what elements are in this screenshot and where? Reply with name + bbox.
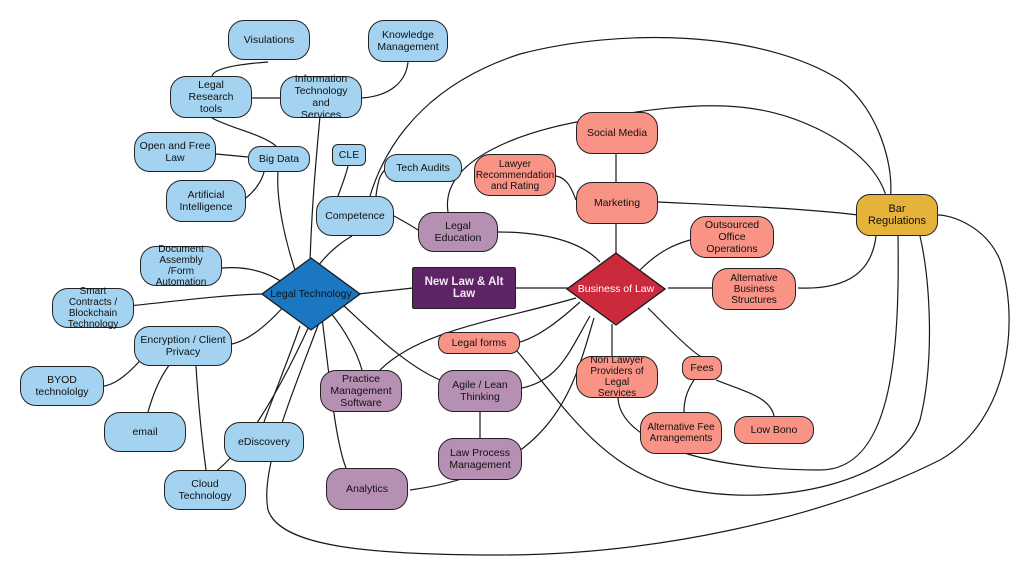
document-assembly-node[interactable]: Document Assembly /Form Automation xyxy=(140,244,222,288)
cloud-technology-node[interactable]: Cloud Technology xyxy=(164,470,246,510)
lawyer-recommendation-node[interactable]: Lawyer Recommendation and Rating xyxy=(474,154,556,196)
edge-business-legalforms xyxy=(519,301,581,343)
edge-fees-alternativefee xyxy=(683,379,695,413)
marketing-node[interactable]: Marketing xyxy=(576,182,658,224)
fees-node[interactable]: Fees xyxy=(682,356,722,380)
competence-node[interactable]: Competence xyxy=(316,196,394,236)
edge-itservices-knowledge xyxy=(361,61,409,99)
edge-legaltech-cloud xyxy=(205,323,311,479)
edge-lawyer-marketing xyxy=(555,175,577,201)
outsourced-office-operations-node[interactable]: Outsourced Office Operations xyxy=(690,216,774,258)
edge-marketing-barreg xyxy=(657,201,859,216)
edge-legaltech-smartcontracts xyxy=(127,293,263,307)
smart-contracts-node[interactable]: Smart Contracts / Blockchain Technology xyxy=(52,286,134,330)
agile-lean-thinking-node[interactable]: Agile / Lean Thinking xyxy=(438,370,522,412)
edge-legaltech-itservices xyxy=(309,115,321,263)
edge-encryption-email xyxy=(147,363,171,413)
tech-audits-node[interactable]: Tech Audits xyxy=(384,154,462,182)
byod-technology-node[interactable]: BYOD technololgy xyxy=(20,366,104,406)
big-data-node[interactable]: Big Data xyxy=(248,146,310,172)
edge-alternative-barreg xyxy=(797,235,877,289)
edge-legaltech-agile xyxy=(341,303,441,381)
edge-competence-topcurve xyxy=(369,36,892,201)
analytics-node[interactable]: Analytics xyxy=(326,468,408,510)
edge-legaltech-competence xyxy=(317,235,353,267)
edge-legaltech-bigdata xyxy=(277,171,296,271)
artificial-intelligence-node[interactable]: Artificial Intelligence xyxy=(166,180,246,222)
edge-legalforms-barreg xyxy=(515,235,931,496)
cle-node[interactable]: CLE xyxy=(332,144,366,166)
information-technology-services-node[interactable]: Information Technology and Services xyxy=(280,73,362,121)
edge-ai-bigdata xyxy=(245,171,265,199)
business-of-law-diamond-shape xyxy=(566,252,666,326)
social-media-node[interactable]: Social Media xyxy=(576,112,658,154)
edge-legaltech-newlaw xyxy=(357,287,414,295)
legal-research-tools-node[interactable]: Legal Research tools xyxy=(170,76,252,118)
visulations-node[interactable]: Visulations xyxy=(228,20,310,60)
knowledge-management-node[interactable]: Knowledge Management xyxy=(368,20,448,62)
edge-business-agile xyxy=(521,315,591,389)
legal-forms-node[interactable]: Legal forms xyxy=(438,332,520,354)
edge-competence-cle xyxy=(337,165,349,197)
law-process-management-node[interactable]: Law Process Management xyxy=(438,438,522,480)
email-node[interactable]: email xyxy=(104,412,186,452)
new-law-alt-law-node[interactable]: New Law & Alt Law xyxy=(412,267,516,309)
edge-fees-lowbono xyxy=(715,379,775,417)
edge-legaltech-lowcurve xyxy=(266,214,1010,556)
edge-research-visulations xyxy=(211,61,269,77)
legal-technology-node[interactable]: Legal Technology xyxy=(270,288,352,300)
encryption-client-privacy-node[interactable]: Encryption / Client Privacy xyxy=(134,326,232,366)
edge-research-bigdata xyxy=(211,117,277,147)
legal-technology-diamond-shape xyxy=(261,257,361,331)
edge-business-fees xyxy=(647,307,701,357)
edge-business-outsourced xyxy=(639,239,691,271)
alternative-business-structures-node[interactable]: Alternative Business Structures xyxy=(712,268,796,310)
edge-competence-education xyxy=(393,215,419,231)
edge-education-business xyxy=(497,231,601,263)
open-free-law-node[interactable]: Open and Free Law xyxy=(134,132,216,172)
edge-legaltech-ediscovery xyxy=(263,325,301,423)
non-lawyer-providers-node[interactable]: Non Lawyer Providers of Legal Services xyxy=(576,355,658,399)
practice-management-software-node[interactable]: Practice Management Software xyxy=(320,370,402,412)
edge-legaltech-practice xyxy=(329,311,363,371)
bar-regulations-node[interactable]: Bar Regulations xyxy=(856,194,938,236)
ediscovery-node[interactable]: eDiscovery xyxy=(224,422,304,462)
legal-education-node[interactable]: Legal Education xyxy=(418,212,498,252)
edge-openlaw-bigdata xyxy=(215,153,249,158)
alternative-fee-arrangements-node[interactable]: Alternative Fee Arrangements xyxy=(640,412,722,454)
edge-encryption-cloud xyxy=(195,365,207,471)
low-bono-node[interactable]: Low Bono xyxy=(734,416,814,444)
edge-business-practice xyxy=(379,297,577,371)
business-of-law-node[interactable]: Business of Law xyxy=(577,283,655,295)
